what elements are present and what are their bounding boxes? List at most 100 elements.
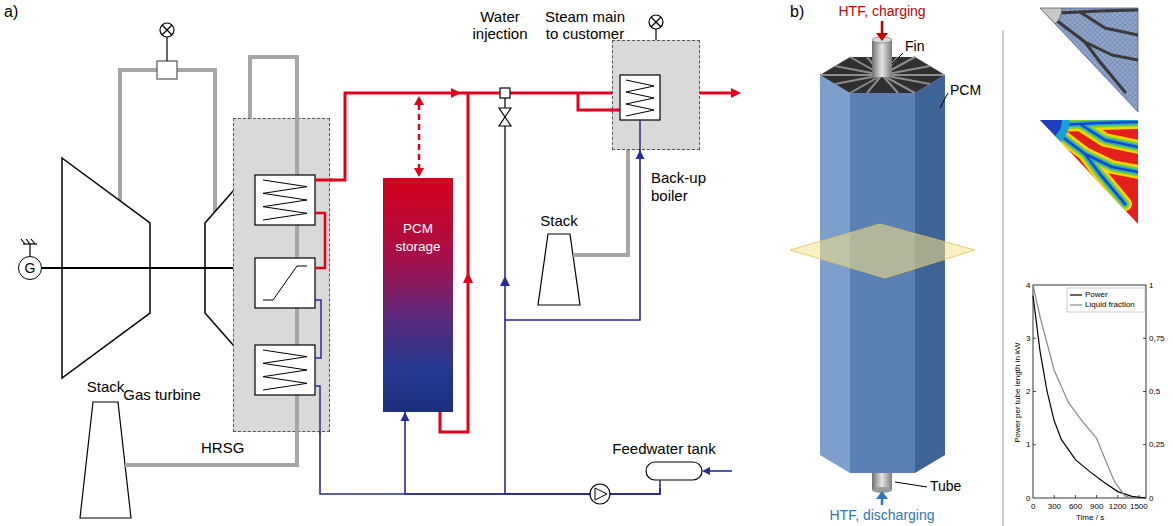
finned-tube-figure bbox=[790, 21, 975, 505]
tick-label: 3 bbox=[1026, 334, 1030, 343]
component-label: Feedwater tank bbox=[606, 440, 722, 458]
generator-circle: G bbox=[18, 256, 42, 280]
discharge-chart-part-part bbox=[1143, 338, 1146, 339]
panel-letter: b) bbox=[790, 3, 804, 21]
tick-label: 0,25 bbox=[1149, 440, 1165, 449]
finned-tube-figure-part-part bbox=[882, 75, 915, 93]
tick-label: 0,5 bbox=[1149, 387, 1160, 396]
discharge-chart-part bbox=[1033, 285, 1146, 498]
discharge-chart-part-part bbox=[1033, 444, 1036, 445]
gas-turbine: Gas turbine bbox=[62, 158, 262, 408]
part-callout: PCM bbox=[950, 82, 981, 98]
boiler-burner-part bbox=[651, 17, 661, 27]
tick-label: 0 bbox=[1031, 502, 1035, 511]
hrsg-casing-drawing bbox=[233, 118, 330, 432]
combustor-path bbox=[120, 23, 215, 212]
component-label: Stack bbox=[536, 212, 582, 230]
water-injection-line-part bbox=[499, 108, 511, 117]
backup-boiler-casing-drawing-part bbox=[610, 108, 620, 111]
discharge-chart-part-part bbox=[1075, 495, 1076, 498]
discharge-chart bbox=[1033, 285, 1146, 498]
backup-boiler-casing-drawing-part bbox=[626, 80, 654, 116]
hrsg-casing-drawing-part bbox=[315, 178, 332, 181]
feedwater-tank-drawing-part bbox=[659, 480, 661, 489]
steam-lines-part bbox=[418, 104, 421, 170]
finned-tube-figure-part bbox=[915, 75, 945, 473]
pipe-line bbox=[582, 150, 628, 255]
water-injection-line bbox=[499, 98, 511, 320]
tick-label: 600 bbox=[1069, 502, 1082, 511]
temperature-contour-image-part-part bbox=[1040, 120, 1062, 136]
stack-chimney-drawing-part bbox=[573, 253, 583, 257]
temperature-contour-image-part bbox=[1040, 120, 1138, 204]
tick-label: 900 bbox=[1090, 502, 1103, 511]
hrsg-casing-drawing-part bbox=[255, 345, 315, 395]
component-label: Stack bbox=[78, 378, 133, 396]
feedwater-inlet-part bbox=[708, 470, 732, 472]
steam-lines-part bbox=[414, 168, 424, 177]
backup-boiler-casing: Back-up boiler bbox=[612, 40, 700, 150]
discharge-chart-part-part bbox=[1143, 391, 1146, 392]
finned-tube-figure-part bbox=[850, 93, 915, 473]
pipe-line bbox=[133, 432, 297, 465]
tick-label: 0 bbox=[1026, 494, 1030, 503]
mixing-valve-box bbox=[500, 88, 510, 98]
discharge-chart-part bbox=[1033, 285, 1132, 498]
legend-text: Power bbox=[1085, 290, 1108, 300]
tick-label: 1 bbox=[1026, 440, 1030, 449]
legend-entry: Power bbox=[1070, 290, 1108, 300]
steam-lines-part bbox=[414, 96, 424, 105]
legend-text: Liquid fraction bbox=[1085, 300, 1135, 310]
backup-boiler-casing-drawing-part bbox=[639, 120, 641, 152]
tick-label: 0 bbox=[1149, 494, 1153, 503]
gas-turbine-drawing bbox=[62, 158, 262, 408]
discharge-chart-part-part bbox=[1033, 338, 1036, 339]
tick-label: 4 bbox=[1026, 281, 1030, 290]
water-injection-line-part bbox=[499, 117, 511, 126]
discharge-chart-part-part bbox=[1143, 444, 1146, 445]
combustor-path-part bbox=[120, 70, 215, 212]
stack-chimney-drawing-part bbox=[80, 402, 131, 518]
component-label: PCM storage bbox=[383, 220, 453, 256]
legend-line-sample bbox=[1070, 291, 1082, 299]
flow-label: HTF, charging bbox=[839, 3, 926, 19]
pipe-label: Water injection bbox=[462, 8, 538, 43]
boiler-burner-part bbox=[651, 17, 661, 27]
finned-tube-figure-part bbox=[876, 491, 888, 499]
water-injection-line-part bbox=[504, 98, 505, 108]
finned-tube-figure-part bbox=[876, 33, 888, 41]
pipe-line bbox=[320, 432, 660, 494]
panel-letter: a) bbox=[4, 3, 18, 21]
mesh-image-part-part bbox=[1040, 8, 1062, 24]
generator-ground-part bbox=[26, 239, 30, 244]
legend-entry: Liquid fraction bbox=[1070, 300, 1135, 310]
legend-line-sample bbox=[1070, 304, 1082, 305]
stack-chimney: Stack bbox=[78, 378, 133, 520]
finned-tube-figure-part bbox=[895, 482, 927, 487]
feedwater-tank-drawing-part bbox=[646, 462, 702, 480]
mesh-image-part bbox=[1040, 8, 1138, 92]
tick-label: 2 bbox=[1026, 387, 1030, 396]
temperature-contour-image-part-part bbox=[1056, 122, 1138, 204]
boiler-burner-part bbox=[655, 29, 656, 40]
combustor-path-part bbox=[162, 25, 172, 35]
pipe-connector bbox=[320, 432, 660, 494]
discharge-chart-part-part bbox=[1033, 391, 1036, 392]
hrsg-casing-drawing-part bbox=[263, 266, 307, 300]
legend-line-sample bbox=[1070, 294, 1082, 295]
axis-title: Power per tube length in kW bbox=[1012, 342, 1021, 443]
tick-label: 1500 bbox=[1130, 502, 1148, 511]
tick-label: 0,75 bbox=[1149, 334, 1165, 343]
hrsg-casing-drawing-part bbox=[315, 213, 325, 268]
water-injection-line-part bbox=[500, 276, 510, 286]
hrsg-casing: HRSG bbox=[233, 118, 330, 432]
mesh-image bbox=[1040, 8, 1138, 112]
hrsg-casing-drawing-part bbox=[255, 258, 315, 308]
discharge-chart-part bbox=[1067, 288, 1145, 312]
boiler-burner bbox=[649, 15, 663, 40]
flow-label: HTF, discharging bbox=[830, 507, 935, 523]
water-injection-line-part bbox=[504, 126, 506, 320]
